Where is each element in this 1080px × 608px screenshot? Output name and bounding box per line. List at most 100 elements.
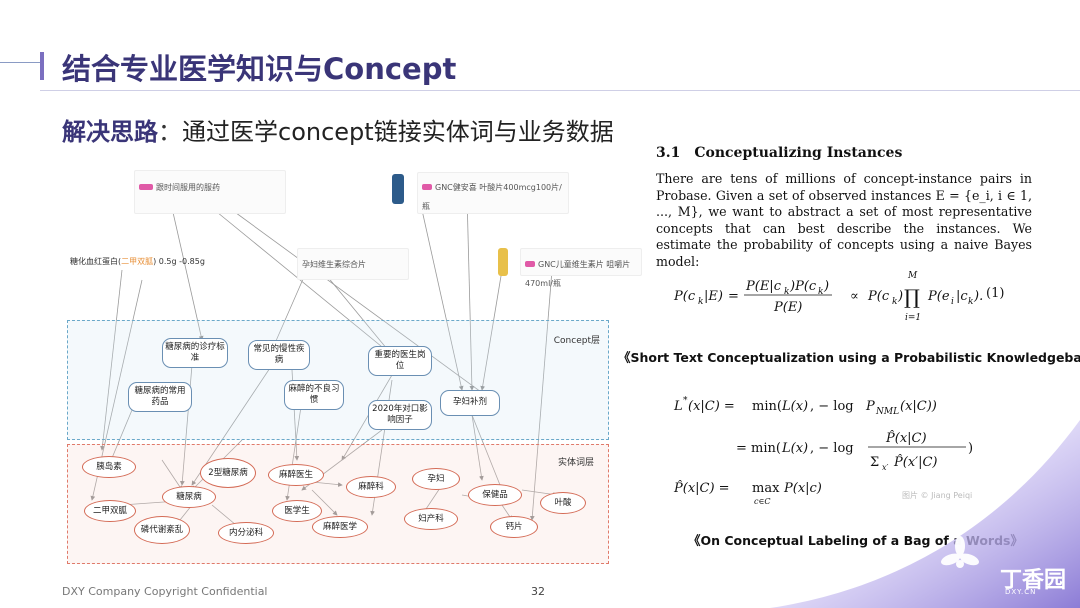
entity-node[interactable]: 麻醉科	[346, 476, 396, 498]
svg-text:P(c: P(c	[867, 289, 890, 304]
concept-node[interactable]: 麻醉的不良习惯	[284, 380, 344, 410]
concept-node[interactable]: 重要的医生岗位	[368, 346, 432, 376]
svg-text:P(e: P(e	[927, 289, 950, 304]
svg-text:P: P	[865, 399, 875, 414]
product-card-text: 孕妇维生素综合片	[302, 260, 366, 269]
title-accent-bar	[40, 52, 44, 80]
product-card: 孕妇维生素综合片	[297, 248, 409, 280]
reference-1: 《Short Text Conceptualization using a Pr…	[618, 350, 1080, 365]
svg-text:P(E|c: P(E|c	[745, 279, 782, 294]
concept-node[interactable]: 2020年对口影响因子	[368, 400, 432, 430]
entity-layer-zone: 实体词层	[67, 444, 609, 564]
concept-node[interactable]: 孕妇补剂	[440, 390, 500, 416]
entity-node[interactable]: 叶酸	[540, 492, 586, 514]
svg-text:L(x): L(x)	[781, 399, 808, 414]
svg-text:∏: ∏	[904, 285, 920, 309]
concept-node[interactable]: 糖尿病的常用药品	[128, 382, 192, 412]
entity-node[interactable]: 内分泌科	[218, 522, 274, 544]
svg-text:P̂(x′|C): P̂(x′|C)	[893, 454, 938, 470]
svg-text:= min(: = min(	[736, 441, 781, 456]
product-card: 跟时间服用的服药	[134, 170, 286, 214]
entity-node[interactable]: 2型糖尿病	[200, 458, 256, 488]
entity-node[interactable]: 孕妇	[412, 468, 460, 490]
svg-text:P(c: P(c	[673, 289, 696, 304]
svg-text:NML: NML	[875, 407, 899, 417]
svg-text:|c: |c	[956, 289, 968, 304]
paper-body: There are tens of millions of concept-in…	[656, 171, 1032, 269]
title-divider	[40, 90, 1080, 91]
entity-node[interactable]: 钙片	[490, 516, 538, 538]
corner-decoration	[770, 420, 1080, 608]
product-card-text: GNC儿童维生素片 咀嚼片470ml/瓶	[525, 260, 631, 288]
product-card-text: 跟时间服用的服药	[156, 183, 220, 192]
svg-text:c∈C: c∈C	[754, 497, 771, 506]
svg-text:x′: x′	[882, 463, 889, 472]
product-card: GNC健安喜 叶酸片400mcg100片/瓶	[417, 172, 569, 214]
company-logo-subtext: DXY.CN	[1005, 588, 1037, 596]
svg-text:L: L	[673, 399, 683, 414]
section-heading: 3.1 Conceptualizing Instances	[656, 145, 1032, 161]
svg-text:min(: min(	[752, 399, 782, 414]
product-card-text: GNC健安喜 叶酸片400mcg100片/瓶	[422, 183, 562, 211]
svg-text:k: k	[818, 287, 823, 297]
equation-number: (1)	[986, 286, 1005, 301]
annotation-prefix: 糖化血红蛋白(	[70, 257, 122, 266]
concept-entity-diagram: 跟时间服用的服药 GNC健安喜 叶酸片400mcg100片/瓶 孕妇维生素综合片…	[62, 160, 642, 570]
subtitle-text: 通过医学concept链接实体词与业务数据	[182, 118, 614, 146]
svg-text:Σ: Σ	[870, 455, 879, 470]
entity-layer-label: 实体词层	[557, 458, 594, 468]
svg-text:|E): |E)	[704, 289, 723, 304]
concept-node[interactable]: 糖尿病的诊疗标准	[162, 338, 228, 368]
concept-layer-label: Concept层	[553, 336, 600, 346]
svg-text:P̂(x|C) =: P̂(x|C) =	[673, 480, 730, 496]
entity-node[interactable]: 麻醉医学	[312, 516, 368, 538]
entity-node[interactable]: 糖尿病	[162, 486, 216, 508]
subtitle-separator: ：	[158, 118, 182, 146]
entity-node[interactable]: 二甲双胍	[84, 500, 136, 522]
svg-text:(x|C) =: (x|C) =	[688, 399, 735, 414]
svg-text:k: k	[968, 297, 973, 307]
slide-subtitle: 解决思路：通过医学concept链接实体词与业务数据	[62, 112, 614, 147]
svg-text:P(x|c): P(x|c)	[783, 481, 822, 496]
entity-node[interactable]: 磷代谢紊乱	[134, 516, 190, 544]
entity-node[interactable]: 麻醉医生	[268, 464, 324, 486]
svg-text:P̂(x|C): P̂(x|C)	[885, 430, 927, 446]
entity-node[interactable]: 医学生	[272, 500, 322, 522]
section-title: Conceptualizing Instances	[694, 145, 903, 161]
svg-text:i: i	[951, 297, 954, 307]
svg-text:i=1: i=1	[905, 313, 921, 323]
svg-text:=: =	[728, 289, 739, 304]
product-card: GNC儿童维生素片 咀嚼片470ml/瓶	[520, 248, 642, 288]
entity-node[interactable]: 胰岛素	[82, 456, 136, 478]
entity-node[interactable]: 保健品	[468, 484, 522, 506]
page-number: 32	[531, 585, 545, 598]
section-number: 3.1	[656, 145, 681, 161]
subtitle-label: 解决思路	[62, 118, 158, 146]
annotation-highlight: 二甲双胍	[121, 257, 154, 266]
svg-text:).: ).	[973, 289, 983, 304]
svg-text:P(E): P(E)	[773, 300, 802, 315]
concept-node[interactable]: 常见的慢性疾病	[248, 340, 310, 370]
title-accent-line	[0, 62, 40, 63]
svg-text:max: max	[752, 481, 780, 496]
dosage-annotation: 糖化血红蛋白(二甲双胍) 0.5g -0.85g	[70, 256, 205, 267]
svg-text:k: k	[698, 297, 703, 307]
svg-text:)P(c: )P(c	[789, 279, 817, 294]
bottle-image	[498, 248, 508, 276]
svg-text:k: k	[892, 297, 897, 307]
svg-text:∝: ∝	[850, 289, 859, 304]
svg-text:*: *	[683, 396, 688, 406]
footer-copyright: DXY Company Copyright Confidential	[62, 585, 268, 598]
bottle-image	[392, 174, 404, 204]
svg-text:(x|C)): (x|C))	[900, 399, 937, 414]
paper-excerpt: 3.1 Conceptualizing Instances There are t…	[656, 145, 1032, 270]
svg-text:M: M	[907, 271, 918, 281]
svg-text:): )	[968, 441, 973, 456]
svg-text:k: k	[784, 287, 789, 297]
svg-text:): )	[823, 279, 829, 294]
entity-node[interactable]: 妇产科	[404, 508, 458, 530]
